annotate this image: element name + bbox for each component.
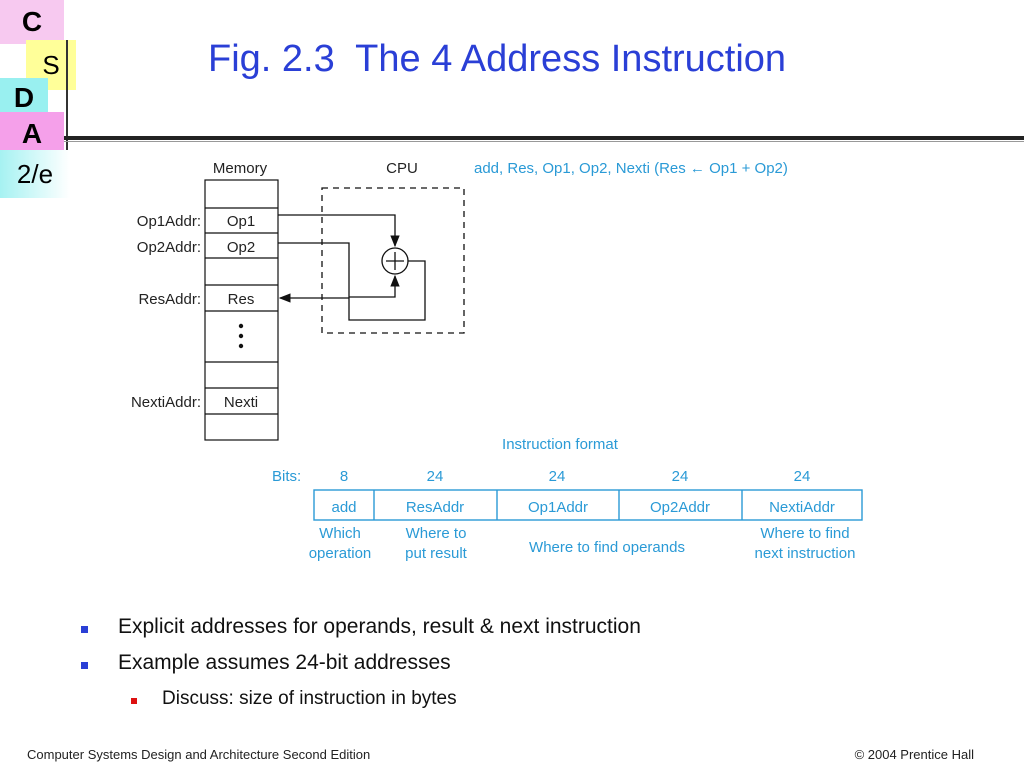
field-nextiaddr: NextiAddr [769,499,835,516]
adder-symbol [381,247,409,275]
memory-cell-res: Res [228,291,255,308]
dataflow-arrows [278,214,426,321]
cpu-label: CPU [386,160,418,177]
note-next-2: next instruction [755,545,856,562]
field-op2addr: Op2Addr [650,499,710,516]
bits-add: 8 [340,468,348,485]
memory-label: Memory [213,160,268,177]
logo-divider [66,40,68,166]
sub-bullet-item: Discuss: size of instruction in bytes [162,688,457,709]
logo-edition: 2/e [0,150,70,198]
field-resaddr: ResAddr [406,499,464,516]
address-label-res: ResAddr: [138,291,201,308]
address-label-op2: Op2Addr: [137,239,201,256]
footer-left: Computer Systems Design and Architecture… [27,747,371,762]
bits-nextiaddr: 24 [794,468,811,485]
bullet-item: Explicit addresses for operands, result … [118,615,641,638]
address-label-nexti: NextiAddr: [131,394,201,411]
address-label-op1: Op1Addr: [137,213,201,230]
format-title: Instruction format [502,436,619,453]
note-which-2: operation [309,545,372,562]
format-boxes [313,489,863,521]
bullet-marker [81,626,88,633]
footer-right: © 2004 Prentice Hall [854,747,974,762]
field-op1addr: Op1Addr [528,499,588,516]
note-next-1: Where to find [760,525,849,542]
sub-bullet-marker [131,698,137,704]
slide-title: Fig. 2.3 The 4 Address Instruction [208,38,787,80]
bits-resaddr: 24 [427,468,444,485]
memory-cell-nexti: Nexti [224,394,258,411]
logo-c: C [0,0,64,44]
bits-op2addr: 24 [672,468,689,485]
note-operands: Where to find operands [529,539,685,556]
field-add: add [331,499,356,516]
title-rule-shadow [64,141,1024,142]
bits-label: Bits: [272,468,301,485]
ellipsis-dots [238,323,244,349]
title-rule [64,136,1024,140]
cpu-box [321,187,465,334]
bullet-marker [81,662,88,669]
memory-cell-op1: Op1 [227,213,255,230]
note-where-2: put result [405,545,468,562]
note-which-1: Which [319,525,361,542]
logo-d: D [0,78,48,118]
instruction-syntax: add, Res, Op1, Op2, Nexti (Res ← Op1 + O… [474,160,788,177]
note-where-1: Where to [406,525,467,542]
memory-cell-op2: Op2 [227,239,255,256]
bits-op1addr: 24 [549,468,566,485]
bullet-item: Example assumes 24-bit addresses [118,651,451,674]
four-address-diagram: Memory CPU add, Res, Op1, Op2, Nexti (Re… [131,160,863,562]
logo-a: A [0,112,64,156]
memory-column [204,179,279,441]
